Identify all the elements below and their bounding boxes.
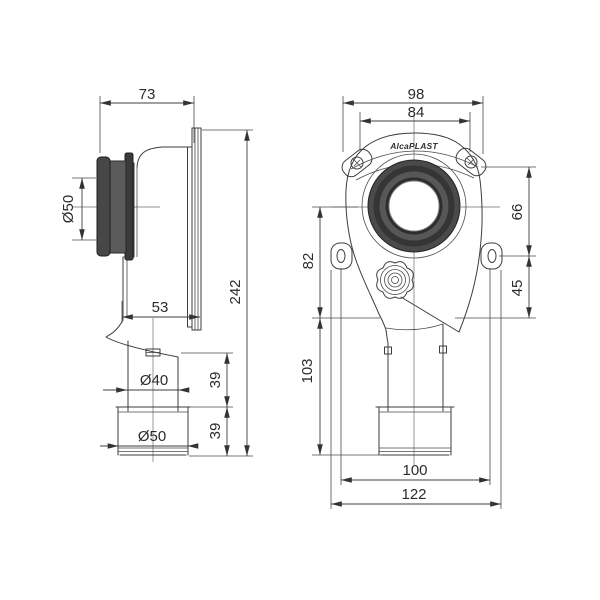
dimension-holes-84: 84 [359, 104, 471, 152]
dimension-depth-73: 73 [99, 86, 195, 153]
dimension-width-98: 98 [342, 86, 484, 154]
mounting-ear-mid-right [480, 242, 503, 270]
dim-label-82: 82 [300, 253, 317, 270]
dimension-82: 82 [300, 206, 380, 319]
body-front-edge [400, 296, 460, 333]
dim-label-39-upper: 39 [207, 372, 224, 389]
dim-label-53: 53 [152, 299, 169, 316]
dim-label-84: 84 [408, 104, 425, 121]
dimension-45: 45 [455, 256, 536, 319]
mounting-ear-top-right [455, 147, 487, 177]
brand-logo-text: AlcaPLAST [389, 141, 438, 151]
drain-pipe-front [384, 323, 447, 412]
mounting-ear-top-left [341, 148, 373, 178]
dimension-39-upper: 39 [181, 352, 233, 408]
dimension-height-242: 242 [202, 129, 253, 456]
dim-label-39-lower: 39 [207, 423, 224, 440]
front-view: AlcaPLAST [299, 86, 536, 509]
dim-label-103: 103 [299, 358, 316, 383]
dim-label-d40: Ø40 [140, 372, 168, 389]
rubber-ring-gasket [367, 159, 461, 253]
dim-label-66: 66 [509, 204, 526, 221]
dimension-122: 122 [330, 270, 502, 509]
dimension-39-lower: 39 [189, 407, 253, 457]
side-view: 73 Ø50 53 Ø40 Ø50 [60, 86, 253, 462]
dim-label-100: 100 [402, 462, 427, 479]
dimension-body-53: 53 [121, 299, 200, 323]
logo-banner-upper-arc [350, 150, 479, 170]
mounting-ear-mid-left [330, 242, 353, 270]
dimension-inlet-diameter: Ø50 [60, 177, 102, 241]
drain-pipe-side [127, 340, 179, 412]
dimension-103: 103 [299, 318, 383, 456]
dim-label-outlet-d50: Ø50 [138, 428, 166, 445]
inlet-gasket [96, 152, 134, 261]
dim-label-98: 98 [408, 86, 425, 103]
siphon-body-front: AlcaPLAST [345, 132, 483, 412]
gasket-boss-outline [361, 153, 467, 259]
dim-label-122: 122 [401, 486, 426, 503]
dim-label-45: 45 [509, 280, 526, 297]
trap-weir-line [385, 323, 444, 331]
dim-label-242: 242 [227, 279, 244, 304]
dimension-pipe-diameter: Ø40 [103, 372, 190, 393]
cleaning-knob [376, 261, 414, 299]
outlet-sleeve-front [375, 406, 455, 456]
dimension-100: 100 [340, 268, 491, 485]
dimension-66: 66 [481, 166, 536, 257]
dimension-outlet-diameter: Ø50 [100, 428, 199, 449]
dim-label-inlet-d50: Ø50 [60, 195, 77, 223]
wall-flange [187, 127, 202, 331]
dim-label-73: 73 [139, 86, 156, 103]
